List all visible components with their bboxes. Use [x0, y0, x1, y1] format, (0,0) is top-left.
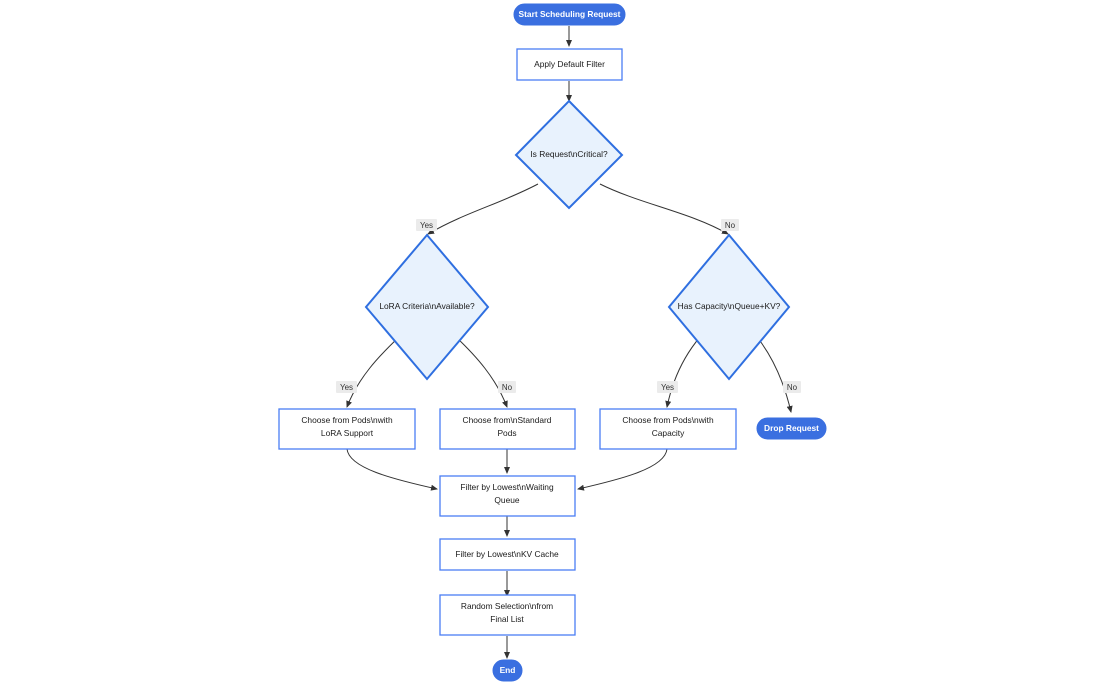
edge-capacity-no-to-drop-request	[756, 336, 793, 413]
node-layer: Start Scheduling Request Apply Default F…	[278, 3, 827, 682]
node-choose-capacity-pods-label-line1: Choose from Pods\nwith	[622, 415, 714, 425]
node-apply-default-filter-shape[interactable]	[516, 48, 623, 81]
node-drop-request[interactable]: Drop Request	[756, 417, 827, 440]
node-apply-default-filter-label: Apply Default Filter	[534, 59, 605, 69]
edge-label-layer: Yes No Yes No Yes No	[336, 219, 801, 393]
node-choose-standard-pods[interactable]: Choose from\nStandard Pods	[439, 408, 576, 450]
node-choose-lora-pods[interactable]: Choose from Pods\nwith LoRA Support	[278, 408, 416, 450]
node-random-selection-label-line1: Random Selection\nfrom	[461, 601, 553, 611]
edge-label-lora-no-text: No	[502, 383, 513, 392]
node-choose-standard-pods-label-line2: Pods	[497, 428, 516, 438]
node-choose-lora-pods-shape[interactable]	[278, 408, 416, 450]
edge-lora-no-to-choose-standard-pods	[455, 336, 508, 408]
node-choose-lora-pods-label-line2: LoRA Support	[321, 428, 374, 438]
node-choose-standard-pods-shape[interactable]	[439, 408, 576, 450]
node-drop-request-label: Drop Request	[764, 423, 819, 433]
node-filter-kv-cache-shape[interactable]	[439, 538, 576, 571]
node-filter-waiting-queue[interactable]: Filter by Lowest\nWaiting Queue	[439, 475, 576, 517]
node-lora-criteria-available[interactable]: LoRA Criteria\nAvailable?	[364, 233, 490, 381]
edge-critical-no-to-capacity	[599, 183, 729, 235]
edge-critical-yes-to-lora	[427, 183, 539, 235]
node-filter-waiting-queue-label-line1: Filter by Lowest\nWaiting	[460, 482, 554, 492]
node-has-capacity-queue-kv-shape[interactable]	[667, 233, 791, 381]
edge-label-capacity-yes-text: Yes	[661, 383, 674, 392]
node-random-selection-shape[interactable]	[439, 594, 576, 636]
edge-label-critical-no: No	[721, 219, 739, 231]
node-is-request-critical-shape[interactable]	[514, 99, 624, 210]
edge-label-capacity-no-text: No	[787, 383, 798, 392]
node-filter-kv-cache[interactable]: Filter by Lowest\nKV Cache	[439, 538, 576, 571]
node-start-shape[interactable]	[513, 3, 626, 26]
node-choose-capacity-pods-shape[interactable]	[599, 408, 737, 450]
node-has-capacity-queue-kv[interactable]: Has Capacity\nQueue+KV?	[667, 233, 791, 381]
edge-label-critical-yes-text: Yes	[420, 221, 433, 230]
edge-label-capacity-yes: Yes	[657, 381, 678, 393]
edge-lora-yes-to-choose-lora-pods	[346, 336, 400, 408]
node-choose-capacity-pods[interactable]: Choose from Pods\nwith Capacity	[599, 408, 737, 450]
node-end-label: End	[500, 665, 516, 675]
node-start[interactable]: Start Scheduling Request	[513, 3, 626, 26]
node-end-shape[interactable]	[492, 659, 523, 682]
edge-label-lora-no: No	[498, 381, 516, 393]
node-is-request-critical-label: Is Request\nCritical?	[530, 149, 608, 159]
node-start-label: Start Scheduling Request	[519, 9, 621, 19]
node-random-selection[interactable]: Random Selection\nfrom Final List	[439, 594, 576, 636]
node-filter-waiting-queue-label-line2: Queue	[494, 495, 519, 505]
node-apply-default-filter[interactable]: Apply Default Filter	[516, 48, 623, 81]
edge-layer	[346, 26, 793, 659]
node-is-request-critical[interactable]: Is Request\nCritical?	[514, 99, 624, 210]
node-choose-lora-pods-label-line1: Choose from Pods\nwith	[301, 415, 393, 425]
node-filter-waiting-queue-shape[interactable]	[439, 475, 576, 517]
edge-choose-lora-pods-to-filter-queue	[346, 448, 438, 491]
edge-label-lora-yes: Yes	[336, 381, 357, 393]
node-random-selection-label-line2: Final List	[490, 614, 524, 624]
node-lora-criteria-available-label: LoRA Criteria\nAvailable?	[379, 301, 475, 311]
node-filter-kv-cache-label: Filter by Lowest\nKV Cache	[455, 549, 559, 559]
edge-choose-capacity-pods-to-filter-queue	[577, 448, 668, 491]
edge-label-critical-yes: Yes	[416, 219, 437, 231]
node-choose-capacity-pods-label-line2: Capacity	[652, 428, 685, 438]
edge-label-critical-no-text: No	[725, 221, 736, 230]
edge-label-capacity-no: No	[783, 381, 801, 393]
edge-capacity-yes-to-choose-capacity-pods	[665, 336, 701, 408]
node-has-capacity-queue-kv-label: Has Capacity\nQueue+KV?	[678, 301, 781, 311]
node-drop-request-shape[interactable]	[756, 417, 827, 440]
node-lora-criteria-available-shape[interactable]	[364, 233, 490, 381]
edge-label-lora-yes-text: Yes	[340, 383, 353, 392]
node-choose-standard-pods-label-line1: Choose from\nStandard	[463, 415, 552, 425]
node-end[interactable]: End	[492, 659, 523, 682]
